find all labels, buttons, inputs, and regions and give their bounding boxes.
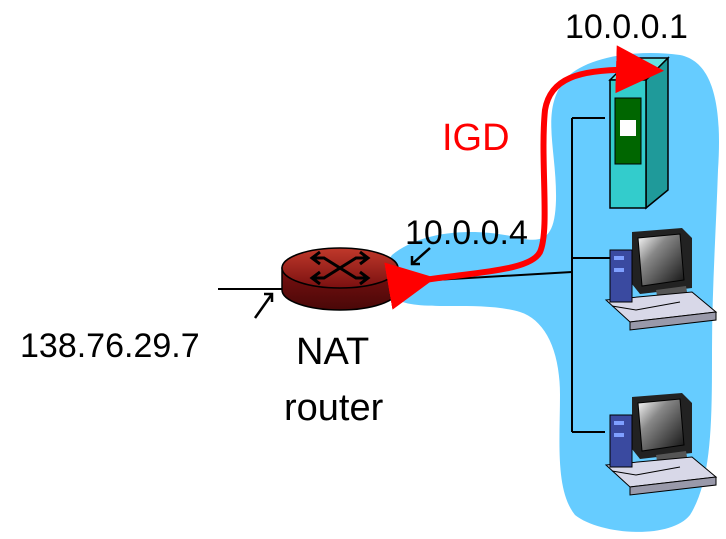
- server-ip-label: 10.0.0.1: [565, 8, 688, 46]
- router-name-line1: NAT: [296, 331, 369, 373]
- desktop-computer-icon: [604, 393, 718, 496]
- router-name-line2: router: [284, 387, 384, 429]
- protocol-label: IGD: [442, 117, 510, 159]
- router-outer-ip-label: 138.76.29.7: [20, 327, 200, 365]
- server-icon: [608, 56, 670, 210]
- router-inner-ip-label: 10.0.0.4: [405, 214, 528, 252]
- router-icon: [281, 247, 399, 311]
- pointer-arrows: [253, 247, 431, 319]
- igd-arrow: [384, 45, 664, 310]
